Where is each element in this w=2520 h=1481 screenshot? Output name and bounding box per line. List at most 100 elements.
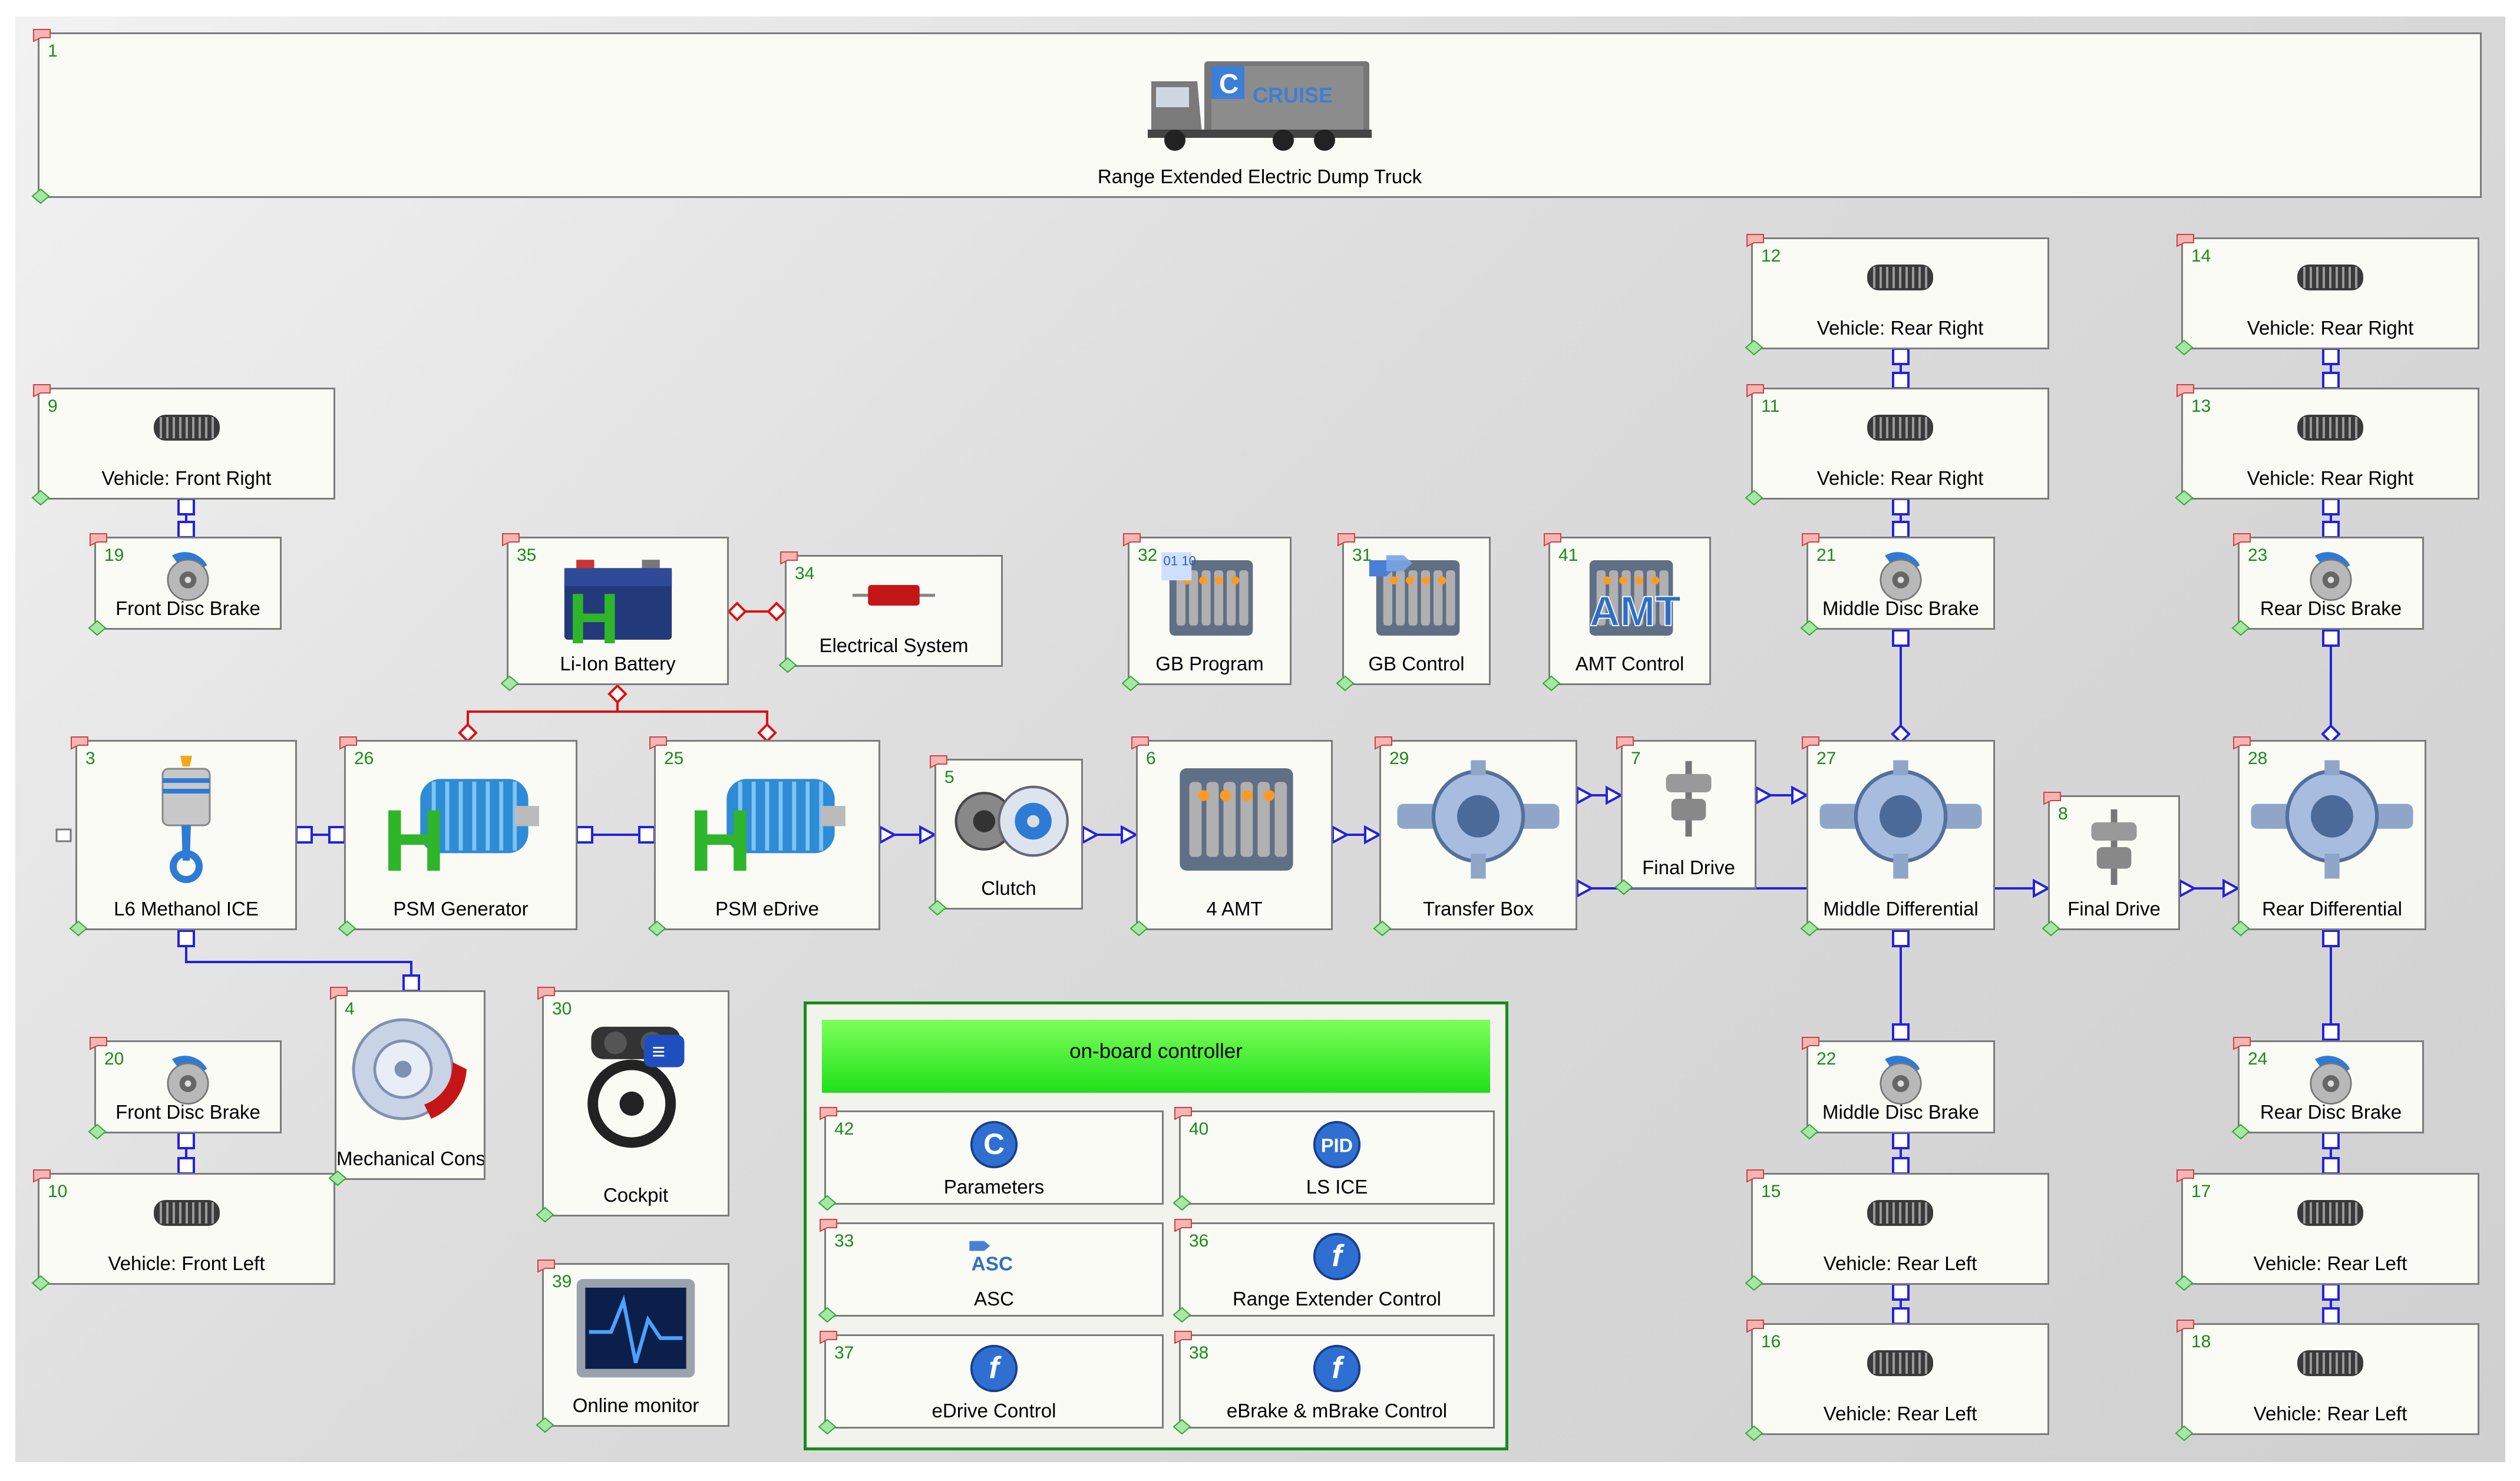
axle-port[interactable] <box>1892 1283 1910 1301</box>
axle-port[interactable] <box>1892 1023 1910 1041</box>
shaft-port[interactable] <box>295 826 313 844</box>
component-number: 9 <box>48 396 58 416</box>
shaft-port[interactable] <box>1606 785 1624 805</box>
axle-port[interactable] <box>1892 930 1910 947</box>
electric-port[interactable] <box>607 684 627 704</box>
axle-port[interactable] <box>2322 498 2340 515</box>
component-number: 21 <box>1816 546 1837 565</box>
shaft-port[interactable] <box>1576 785 1594 805</box>
shaft-port[interactable] <box>1364 825 1382 845</box>
axle-port[interactable] <box>1892 629 1910 647</box>
axle-port[interactable] <box>1892 348 1910 365</box>
axle-port[interactable] <box>177 1157 195 1175</box>
axle-port[interactable] <box>1892 1132 1910 1149</box>
shaft-port[interactable] <box>1121 825 1139 845</box>
axle-port[interactable] <box>2322 1132 2340 1149</box>
axle-port[interactable] <box>1892 498 1910 515</box>
shaft-port[interactable] <box>1082 825 1100 845</box>
shaft-port[interactable] <box>1755 785 1773 805</box>
shaft-port[interactable] <box>177 930 195 947</box>
shaft-port[interactable] <box>2033 878 2051 898</box>
shaft-port[interactable] <box>328 826 346 844</box>
ice-left-port[interactable] <box>55 828 72 842</box>
electric-wire[interactable] <box>617 710 768 740</box>
axle-port[interactable] <box>177 1132 195 1149</box>
axle-port[interactable] <box>1892 1307 1910 1325</box>
electric-port[interactable] <box>727 601 747 622</box>
axle-port[interactable] <box>177 521 195 538</box>
axle-port[interactable] <box>1892 521 1910 538</box>
title-component[interactable]: 1 C CRUISE Range Extended Electric Dump … <box>31 29 2482 204</box>
axle-port[interactable] <box>2322 1157 2340 1175</box>
shaft-port[interactable] <box>1576 878 1594 898</box>
electric-port[interactable] <box>757 723 777 743</box>
shaft-port[interactable] <box>638 826 656 844</box>
shaft-port[interactable] <box>576 826 593 844</box>
shaft-port[interactable] <box>2222 878 2241 898</box>
axle-port[interactable] <box>2322 930 2340 947</box>
axle-port[interactable] <box>2322 521 2340 538</box>
axle-port[interactable] <box>2322 1307 2340 1325</box>
shaft-wire[interactable] <box>185 930 412 990</box>
shaft-port[interactable] <box>879 825 897 845</box>
axle-port[interactable] <box>1892 372 1910 389</box>
model-canvas[interactable]: 1 C CRUISE Range Extended Electric Dump … <box>15 16 2505 1462</box>
axle-port[interactable] <box>2322 1023 2340 1041</box>
shaft-port[interactable] <box>1332 825 1350 845</box>
shaft-port[interactable] <box>402 974 420 992</box>
component-30[interactable]: 30≡Cockpit <box>536 987 729 1223</box>
axle-port[interactable] <box>2322 348 2340 365</box>
axle-port[interactable] <box>2322 1283 2340 1301</box>
axle-port[interactable] <box>1892 1157 1910 1175</box>
shaft-port[interactable] <box>919 825 937 845</box>
axle-port[interactable] <box>2322 629 2340 647</box>
axle-port[interactable] <box>2322 372 2340 389</box>
electric-port[interactable] <box>458 723 478 743</box>
shaft-port[interactable] <box>1791 785 1809 805</box>
shaft-port[interactable] <box>2179 878 2197 898</box>
electric-wire[interactable] <box>467 685 619 740</box>
electric-port[interactable] <box>767 601 787 622</box>
axle-port[interactable] <box>177 498 195 515</box>
